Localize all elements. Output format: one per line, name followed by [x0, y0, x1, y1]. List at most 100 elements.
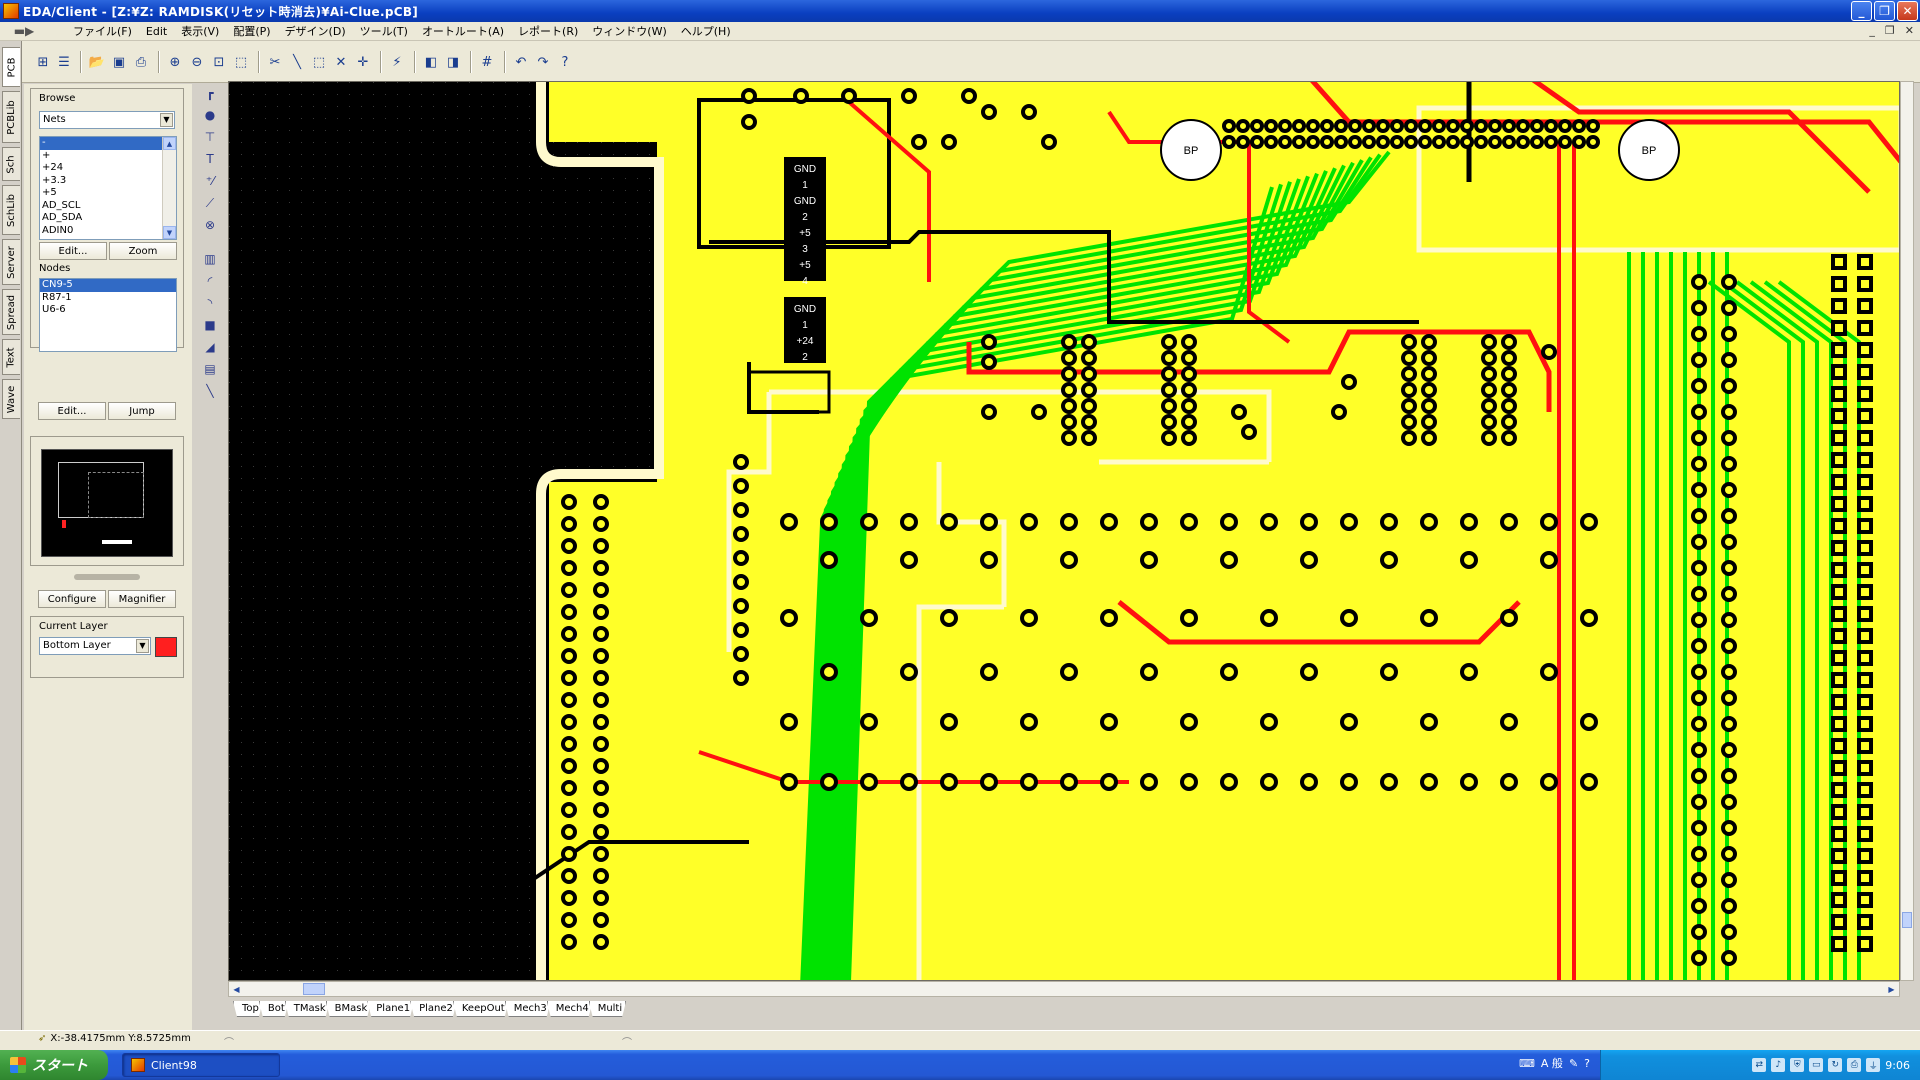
chevron-down-icon[interactable]: ▼ — [136, 639, 149, 653]
mdi-minimize-button[interactable]: _ — [1869, 24, 1875, 37]
mdi-close-button[interactable]: ✕ — [1904, 24, 1914, 37]
menu-edit[interactable]: Edit — [145, 24, 168, 38]
bp-pad[interactable]: BP — [1618, 119, 1680, 181]
layer-tab-bmask[interactable]: BMask — [326, 1001, 372, 1017]
undo-icon[interactable]: ↶ — [515, 54, 527, 70]
component-icon[interactable]: ⊗ — [204, 218, 216, 232]
list-item[interactable]: AD_SCL — [42, 199, 81, 211]
list-item[interactable]: CN9-5 — [40, 279, 176, 292]
nets-list[interactable]: - + +24 +3.3 +5 AD_SCL AD_SDA ADIN0 ▲ ▼ — [39, 136, 177, 240]
layer-tab-top[interactable]: Top — [233, 1001, 263, 1017]
keyboard-icon[interactable]: ⌨ — [1519, 1056, 1535, 1070]
split-plane-icon[interactable]: ▤ — [204, 362, 216, 376]
usb-icon[interactable]: ⏚ — [1866, 1058, 1881, 1072]
canvas-horizontal-scrollbar[interactable]: ◀ ▶ — [228, 981, 1900, 997]
open-folder-icon[interactable]: 📂 — [88, 54, 106, 70]
connector-b[interactable]: GND 1 +24 2 — [784, 297, 826, 363]
scroll-right-icon[interactable]: ▶ — [1888, 984, 1895, 994]
update-icon[interactable]: ↻ — [1828, 1058, 1843, 1072]
scroll-thumb[interactable] — [303, 983, 325, 995]
polygon-icon[interactable]: ◢ — [205, 340, 215, 354]
scroll-up-icon[interactable]: ▲ — [163, 137, 176, 150]
pcb-drawing[interactable]: BP BP GND 1 GND 2 +5 3 +5 4 GND 1 — [229, 82, 1900, 981]
layer-tab-plane2[interactable]: Plane2 — [410, 1001, 457, 1017]
layer-tab-multi[interactable]: Multi — [589, 1001, 626, 1017]
wand-icon[interactable]: ⚡ — [392, 54, 402, 70]
menu-help[interactable]: ヘルプ(H) — [680, 25, 731, 38]
room-icon[interactable]: ▥ — [204, 252, 216, 266]
scroll-down-icon[interactable]: ▼ — [163, 226, 176, 239]
minimap-view-rect[interactable] — [88, 472, 144, 518]
canvas-vertical-scrollbar[interactable] — [1900, 81, 1914, 981]
tab-server[interactable]: Server — [2, 239, 20, 285]
menu-place[interactable]: 配置(P) — [233, 25, 271, 38]
line-icon[interactable]: ╲ — [206, 384, 214, 398]
start-button[interactable]: スタート — [0, 1050, 108, 1080]
list-item[interactable]: AD_SDA — [42, 212, 83, 223]
security-icon[interactable]: ⛨ — [1790, 1058, 1805, 1072]
taskbar-item-client98[interactable]: Client98 — [122, 1053, 280, 1077]
chevron-down-icon[interactable]: ▼ — [160, 113, 173, 127]
current-layer-select[interactable]: Bottom Layer▼ — [39, 637, 151, 655]
ime-status[interactable]: A 般 — [1540, 1057, 1563, 1070]
layer-tab-bot[interactable]: Bot — [259, 1001, 289, 1017]
tab-wave[interactable]: Wave — [2, 379, 20, 419]
layer-tab-mech3[interactable]: Mech3 — [505, 1001, 551, 1017]
nodes-list[interactable]: CN9-5 R87-1 U6-6 — [39, 278, 177, 352]
configure-button[interactable]: Configure — [38, 590, 106, 608]
layer-tab-tmask[interactable]: TMask — [285, 1001, 330, 1017]
pad-icon[interactable]: ⊤ — [204, 130, 216, 144]
list-item[interactable]: +24 — [42, 162, 64, 173]
select-area-icon[interactable]: ⬚ — [312, 54, 326, 70]
cross-probe-icon[interactable]: ✂ — [269, 54, 281, 70]
via-icon[interactable]: ● — [204, 108, 216, 122]
board-minimap[interactable] — [41, 449, 173, 557]
coordinate-icon[interactable]: ⁺⁄ — [205, 174, 215, 188]
print-icon[interactable]: ⎙ — [135, 54, 147, 70]
node-edit-button[interactable]: Edit... — [38, 402, 106, 420]
menu-design[interactable]: デザイン(D) — [284, 25, 346, 38]
zoom-button[interactable]: Zoom — [109, 242, 177, 260]
minimize-button[interactable]: _ — [1851, 1, 1872, 21]
magnifier-button[interactable]: Magnifier — [108, 590, 176, 608]
menu-reports[interactable]: レポート(R) — [518, 25, 579, 38]
wire-icon[interactable]: ┏ — [206, 86, 214, 100]
scroll-left-icon[interactable]: ◀ — [233, 984, 240, 994]
layers-icon[interactable]: ☰ — [58, 54, 70, 70]
ime-pad-icon[interactable]: ✎ — [1568, 1056, 1579, 1070]
tab-sch[interactable]: Sch — [2, 147, 20, 181]
splitter-grip[interactable] — [74, 574, 140, 580]
language-bar[interactable]: ⌨ A 般 ✎ ? — [1519, 1055, 1590, 1071]
design-manager-icon[interactable]: ⊞ — [37, 54, 49, 70]
printer-icon[interactable]: ⎙ — [1847, 1058, 1862, 1072]
deselect-icon[interactable]: ✕ — [335, 54, 347, 70]
jump-button[interactable]: Jump — [108, 402, 176, 420]
list-item[interactable]: +5 — [42, 187, 57, 198]
save-icon[interactable]: ▣ — [112, 54, 126, 70]
fill-icon[interactable]: ■ — [204, 318, 216, 332]
grid-icon[interactable]: # — [481, 54, 493, 70]
restore-button[interactable]: ❐ — [1874, 1, 1895, 21]
list-item[interactable]: R87-1 — [42, 291, 72, 303]
menu-window[interactable]: ウィンドウ(W) — [592, 25, 667, 38]
zoom-area-icon[interactable]: ⬚ — [234, 54, 248, 70]
string-icon[interactable]: T — [206, 152, 214, 166]
net-edit-button[interactable]: Edit... — [39, 242, 107, 260]
list-item[interactable]: + — [42, 149, 51, 161]
app-icon[interactable] — [3, 3, 19, 19]
move-icon[interactable]: ✛ — [357, 54, 369, 70]
display-icon[interactable]: ▭ — [1809, 1058, 1824, 1072]
close-button[interactable]: ✕ — [1897, 1, 1918, 21]
help-icon[interactable]: ? — [561, 54, 569, 70]
pcb-canvas[interactable]: BP BP GND 1 GND 2 +5 3 +5 4 GND 1 — [228, 81, 1900, 981]
tab-schlib[interactable]: SchLib — [2, 185, 20, 235]
menu-view[interactable]: 表示(V) — [181, 25, 220, 38]
layer-tab-mech4[interactable]: Mech4 — [547, 1001, 593, 1017]
scroll-thumb[interactable] — [1902, 912, 1912, 928]
document-menu-icon[interactable]: ▬▶ — [13, 24, 35, 38]
tab-text[interactable]: Text — [2, 339, 20, 375]
arc-center-icon[interactable]: ◜ — [207, 274, 213, 288]
menu-file[interactable]: ファイル(F) — [73, 25, 132, 38]
layer-tab-keepout[interactable]: KeepOut — [453, 1001, 509, 1017]
library-add-icon[interactable]: ◨ — [446, 54, 460, 70]
